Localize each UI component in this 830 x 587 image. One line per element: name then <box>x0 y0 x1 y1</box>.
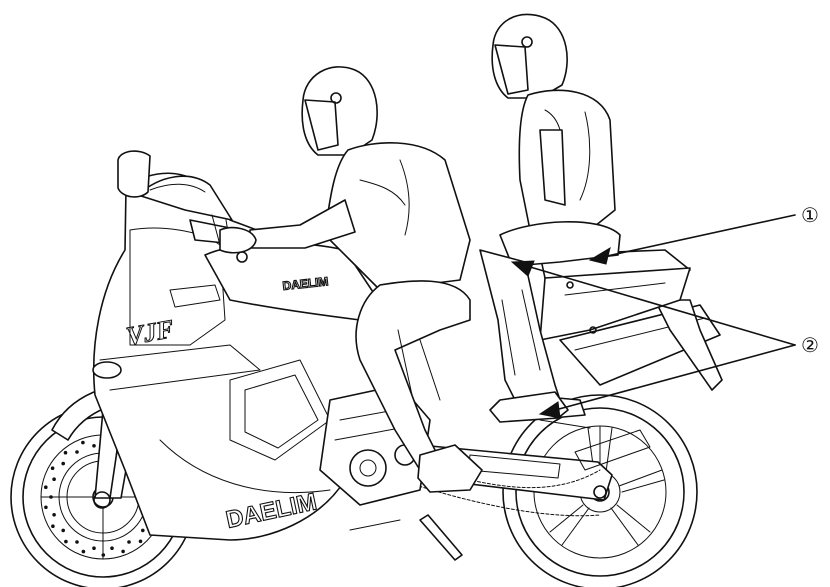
disc-hole <box>139 540 143 544</box>
disc-hole <box>61 462 65 466</box>
disc-hole <box>81 441 85 445</box>
disc-hole <box>51 466 55 470</box>
disc-hole <box>64 451 68 455</box>
disc-hole <box>44 506 48 510</box>
disc-hole <box>102 553 106 557</box>
disc-hole <box>110 546 114 550</box>
turn-signal <box>93 362 121 378</box>
side-stand <box>350 515 462 560</box>
disc-hole <box>92 444 96 448</box>
disc-hole <box>44 485 48 489</box>
disc-hole <box>127 540 131 544</box>
callout-1-label: ① <box>801 203 819 227</box>
disc-hole <box>64 540 68 544</box>
disc-hole <box>52 477 56 481</box>
disc-hole <box>51 524 55 528</box>
disc-hole <box>141 529 145 533</box>
disc-hole <box>61 529 65 533</box>
disc-hole <box>92 546 96 550</box>
callout-2: ② <box>801 333 819 357</box>
callout-1: ① <box>801 203 819 227</box>
callout-2-label: ② <box>801 333 819 357</box>
disc-hole <box>75 540 79 544</box>
disc-hole <box>75 450 79 454</box>
disc-hole <box>49 495 53 499</box>
disc-hole <box>121 550 125 554</box>
disc-hole <box>52 513 56 517</box>
disc-hole <box>82 550 86 554</box>
mirror <box>118 151 150 197</box>
